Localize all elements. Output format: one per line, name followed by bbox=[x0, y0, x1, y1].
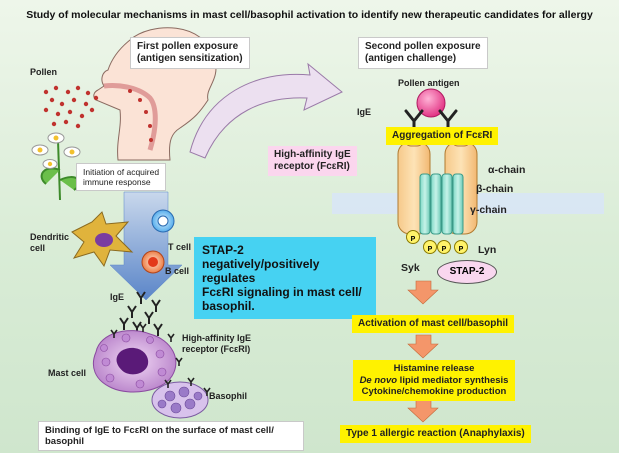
arrow-to-mediators bbox=[407, 334, 439, 359]
ige-antibodies bbox=[119, 291, 163, 336]
ige-label-right: IgE bbox=[357, 107, 372, 117]
cytokine-line: Cytokine/chemokine production bbox=[361, 386, 507, 397]
lyn-label: Lyn bbox=[478, 244, 497, 256]
first-exposure-line2: (antigen sensitization) bbox=[137, 53, 243, 64]
first-exposure-box: First pollen exposure (antigen sensitiza… bbox=[130, 37, 250, 69]
stap2-line4: basophil. bbox=[202, 299, 255, 313]
diagram-title: Study of molecular mechanisms in mast ce… bbox=[26, 9, 593, 21]
receptor-middle-line2: receptor (FcεRI) bbox=[274, 161, 350, 172]
stap2-line1: STAP-2 bbox=[202, 243, 244, 257]
mast-cell bbox=[92, 323, 183, 393]
syk-label: Syk bbox=[401, 262, 420, 274]
binding-box: Binding of IgE to FcεRI on the surface o… bbox=[38, 421, 304, 451]
gamma-chain-label: γ-chain bbox=[470, 204, 507, 216]
beta-chain-label: β-chain bbox=[476, 183, 514, 195]
phospho-p-2: P bbox=[423, 240, 437, 254]
flower-plant-illustration bbox=[31, 132, 81, 201]
mediators-box: Histamine release De novo lipid mediator… bbox=[353, 360, 515, 401]
pollen-antigen-ball bbox=[416, 88, 446, 118]
activation-box: Activation of mast cell/basophil bbox=[352, 315, 515, 333]
phospho-p-2-label: P bbox=[427, 246, 433, 253]
basophil-cell bbox=[151, 377, 211, 419]
beta-gamma-chains bbox=[419, 173, 464, 235]
phospho-p-4: P bbox=[454, 240, 468, 254]
dendritic-line1: Dendritic bbox=[30, 232, 70, 242]
binding-line2: basophil bbox=[45, 436, 85, 447]
dendritic-cell-label: Dendritic cell bbox=[30, 232, 69, 254]
first-exposure-line1: First pollen exposure bbox=[137, 41, 239, 52]
initiation-line1: Initiation of acquired bbox=[83, 167, 160, 177]
pollen-antigen-label: Pollen antigen bbox=[398, 78, 460, 88]
initiation-line2: immune response bbox=[83, 177, 151, 187]
arrow-to-reaction bbox=[407, 397, 439, 423]
de-novo-rest: lipid mediator synthesis bbox=[397, 374, 509, 386]
aggregation-box: Aggregation of FcεRI bbox=[386, 127, 499, 145]
receptor-left-line1: High-affinity IgE bbox=[182, 333, 251, 343]
curved-arrow-to-second-exposure bbox=[189, 62, 343, 159]
initiation-box: Initiation of acquired immune response bbox=[76, 163, 167, 191]
phospho-p-1: P bbox=[406, 230, 420, 244]
receptor-middle-line1: High-affinity IgE bbox=[274, 149, 351, 160]
allergic-reaction-box: Type 1 allergic reaction (Anaphylaxis) bbox=[340, 425, 531, 443]
de-novo-line: De novo lipid mediator synthesis bbox=[359, 375, 509, 387]
ige-label-left: IgE bbox=[110, 292, 125, 302]
mast-cell-label: Mast cell bbox=[48, 368, 87, 378]
phospho-p-3: P bbox=[437, 240, 451, 254]
de-novo-italic: De novo bbox=[359, 374, 398, 386]
second-exposure-line2: (antigen challenge) bbox=[365, 53, 457, 64]
second-exposure-box: Second pollen exposure (antigen challeng… bbox=[358, 37, 488, 69]
second-exposure-line1: Second pollen exposure bbox=[365, 41, 481, 52]
basophil-label: Basophil bbox=[209, 391, 248, 401]
binding-line1: Binding of IgE to FcεRI on the surface o… bbox=[45, 425, 274, 436]
stap2-regulation-box: STAP-2 negatively/positively regulates F… bbox=[194, 237, 376, 319]
receptor-label-left: High-affinity IgE receptor (FcεRI) bbox=[182, 333, 251, 355]
pollen-particles bbox=[43, 85, 99, 129]
t-cell-label: T cell bbox=[168, 242, 192, 252]
stap2-oval: STAP-2 bbox=[437, 260, 497, 284]
histamine-line: Histamine release bbox=[393, 363, 475, 374]
receptor-left-line2: receptor (FcεRI) bbox=[182, 344, 251, 354]
dendritic-line2: cell bbox=[30, 243, 46, 253]
stap2-line3: FcεRI signaling in mast cell/ bbox=[202, 285, 362, 299]
phospho-p-1-label: P bbox=[410, 236, 416, 243]
stap2-line2: negatively/positively regulates bbox=[202, 257, 320, 285]
b-cell-label: B cell bbox=[165, 266, 190, 276]
receptor-box-middle: High-affinity IgE receptor (FcεRI) bbox=[268, 146, 357, 176]
dendritic-cell bbox=[71, 211, 134, 268]
phospho-p-3-label: P bbox=[441, 246, 447, 253]
pollen-label: Pollen bbox=[30, 67, 58, 77]
phospho-p-4-label: P bbox=[458, 246, 464, 253]
arrow-to-activation bbox=[407, 280, 439, 305]
alpha-chain-label: α-chain bbox=[488, 164, 526, 176]
